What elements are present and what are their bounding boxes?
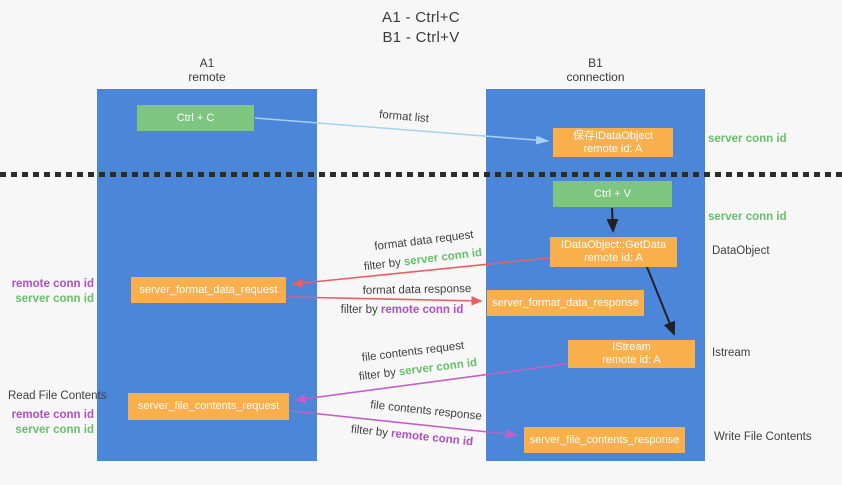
getdata-line2: remote id: A — [584, 252, 643, 264]
arrow-ctrlv-to-getdata — [606, 207, 619, 233]
arrow-file-contents-response — [291, 410, 518, 439]
lane-b1-name: B1 — [588, 56, 603, 70]
annotation-left-bottom-conn-ids: remote conn id server conn id — [0, 408, 94, 438]
save-idataobject-line2: remote id: A — [583, 142, 643, 155]
node-file-request-label: server_file_contents_request — [137, 400, 280, 412]
node-istream: IStream remote id: A — [568, 340, 695, 368]
lane-header-b1: B1 connection — [486, 56, 705, 84]
node-ctrl-v-label: Ctrl + V — [594, 187, 631, 200]
annotation-read-file-contents: Read File Contents — [8, 390, 107, 402]
node-save-idataobject: 保存IDataObject remote id: A — [553, 128, 673, 157]
istream-line1: IStream — [612, 341, 651, 353]
title-line-b1: B1 - Ctrl+V — [382, 29, 460, 46]
node-server-file-contents-request: server_file_contents_request — [128, 393, 289, 420]
left-mid-remote-conn-id: remote conn id — [11, 278, 94, 290]
arrow-format-data-request — [291, 257, 550, 288]
node-server-format-data-request: server_format_data_request — [131, 277, 286, 303]
node-idataobject-getdata: IDataObject::GetData remote id: A — [550, 237, 677, 267]
arrow-file-contents-request — [294, 363, 567, 404]
node-server-file-contents-response: server_file_contents_response — [524, 427, 685, 453]
annotation-dataobject: DataObject — [712, 245, 770, 257]
lane-a1-name: A1 — [199, 56, 215, 70]
arrow-format-list — [254, 117, 550, 145]
filter-value-remote-1: remote conn id — [380, 304, 464, 316]
left-bottom-server-conn-id: server conn id — [15, 424, 94, 436]
save-idataobject-line1: 保存IDataObject — [572, 129, 654, 142]
left-bottom-remote-conn-id: remote conn id — [11, 409, 94, 421]
node-file-response-label: server_file_contents_response — [529, 433, 680, 446]
arrow-format-data-response — [288, 296, 483, 306]
annotation-left-mid-conn-ids: remote conn id server conn id — [0, 277, 94, 307]
node-ctrl-c-label: Ctrl + C — [176, 111, 215, 124]
filter-prefix-2: filter by — [340, 304, 381, 316]
session-separator-dotted-line — [0, 172, 842, 177]
node-save-idataobject-text: 保存IDataObject remote id: A — [573, 130, 653, 156]
node-ctrl-c: Ctrl + C — [137, 105, 254, 131]
annotation-istream: Istream — [712, 347, 751, 359]
diagram-title: A1 - Ctrl+C B1 - Ctrl+V — [0, 8, 842, 48]
lane-b1-role: connection — [566, 70, 625, 84]
node-format-response-label: server_format_data_response — [492, 296, 639, 309]
annotation-server-conn-id-top: server conn id — [708, 133, 787, 145]
node-istream-text: IStream remote id: A — [602, 341, 661, 367]
node-format-request-label: server_format_data_request — [139, 283, 278, 296]
node-getdata-text: IDataObject::GetData remote id: A — [561, 239, 666, 265]
istream-line2: remote id: A — [602, 354, 661, 366]
arrow-getdata-to-istream — [646, 266, 676, 336]
lane-header-a1: A1 remote — [97, 56, 317, 84]
label-format-data-response: format data response — [362, 283, 472, 297]
node-ctrl-v: Ctrl + V — [553, 181, 672, 207]
annotation-server-conn-id-mid: server conn id — [708, 211, 787, 223]
node-server-format-data-response: server_format_data_response — [487, 290, 644, 316]
getdata-line1: IDataObject::GetData — [560, 239, 667, 251]
title-line-a1: A1 - Ctrl+C — [382, 9, 460, 26]
annotation-write-file-contents: Write File Contents — [714, 431, 812, 443]
left-mid-server-conn-id: server conn id — [15, 293, 94, 305]
lane-a1-role: remote — [188, 70, 226, 84]
label-filter-by-remote-conn-id-1: filter by remote conn id — [341, 304, 464, 316]
